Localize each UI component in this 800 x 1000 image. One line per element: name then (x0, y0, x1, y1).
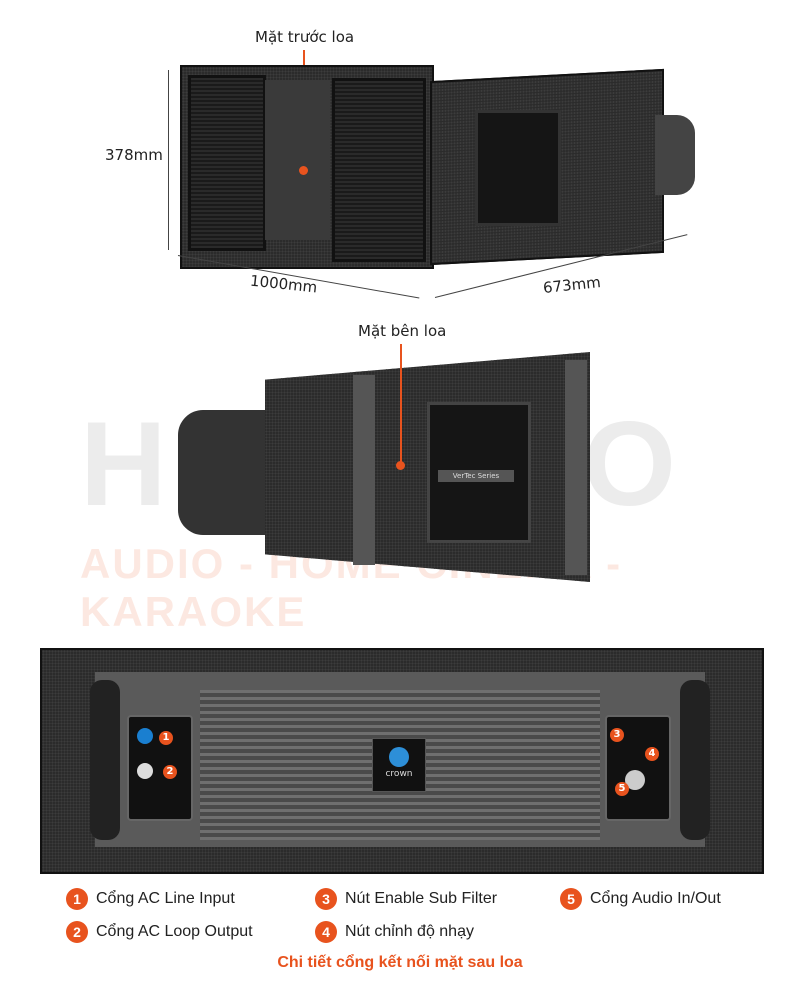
legend-item-3: 3 Nút Enable Sub Filter (315, 888, 497, 910)
crown-logo-plate: crown (372, 738, 426, 792)
caption: Chi tiết cổng kết nối mặt sau loa (277, 954, 523, 971)
front-grill-left (188, 75, 266, 251)
badge-4: 4 (315, 921, 337, 943)
crown-logo-text: crown (385, 769, 413, 779)
front-pointer-dot (299, 166, 308, 175)
ac-loop-output (137, 763, 153, 779)
front-view-label: Mặt trước loa (255, 28, 355, 46)
ac-line-input (137, 728, 153, 744)
height-dimension: 378mm (105, 146, 163, 164)
side-pointer-line (400, 344, 402, 464)
marker-5: 5 (615, 782, 629, 796)
handle (655, 115, 695, 195)
marker-3: 3 (610, 728, 624, 742)
legend-text-3: Nút Enable Sub Filter (345, 890, 498, 908)
legend-item-1: 1 Cổng AC Line Input (66, 888, 235, 910)
height-line (168, 70, 169, 250)
depth-dimension: 673mm (542, 273, 602, 297)
side-view-label: Mặt bên loa (358, 322, 447, 340)
rail-right (565, 360, 587, 575)
badge-1: 1 (66, 888, 88, 910)
marker-2: 2 (163, 765, 177, 779)
xlr-connector (625, 770, 645, 790)
badge-2: 2 (66, 921, 88, 943)
front-grill-right (332, 78, 426, 262)
side-handle (178, 410, 273, 535)
front-horn (265, 80, 330, 240)
legend-text-1: Cổng AC Line Input (96, 890, 235, 908)
legend-text-5: Cổng Audio In/Out (590, 890, 721, 908)
series-label: VerTec Series (438, 470, 514, 482)
legend-item-4: 4 Nút chỉnh độ nhạy (315, 921, 474, 943)
legend-text-2: Cổng AC Loop Output (96, 923, 253, 941)
side-pointer-dot (396, 461, 405, 470)
side-port (475, 110, 561, 226)
rear-handle-right (680, 680, 710, 840)
legend-item-2: 2 Cổng AC Loop Output (66, 921, 253, 943)
width-dimension: 1000mm (249, 271, 319, 297)
crown-logo-icon (389, 747, 409, 767)
legend-item-5: 5 Cổng Audio In/Out (560, 888, 721, 910)
legend-text-4: Nút chỉnh độ nhạy (345, 923, 474, 941)
marker-4: 4 (645, 747, 659, 761)
rail-left (353, 375, 375, 565)
badge-5: 5 (560, 888, 582, 910)
badge-3: 3 (315, 888, 337, 910)
rear-handle-left (90, 680, 120, 840)
marker-1: 1 (159, 731, 173, 745)
